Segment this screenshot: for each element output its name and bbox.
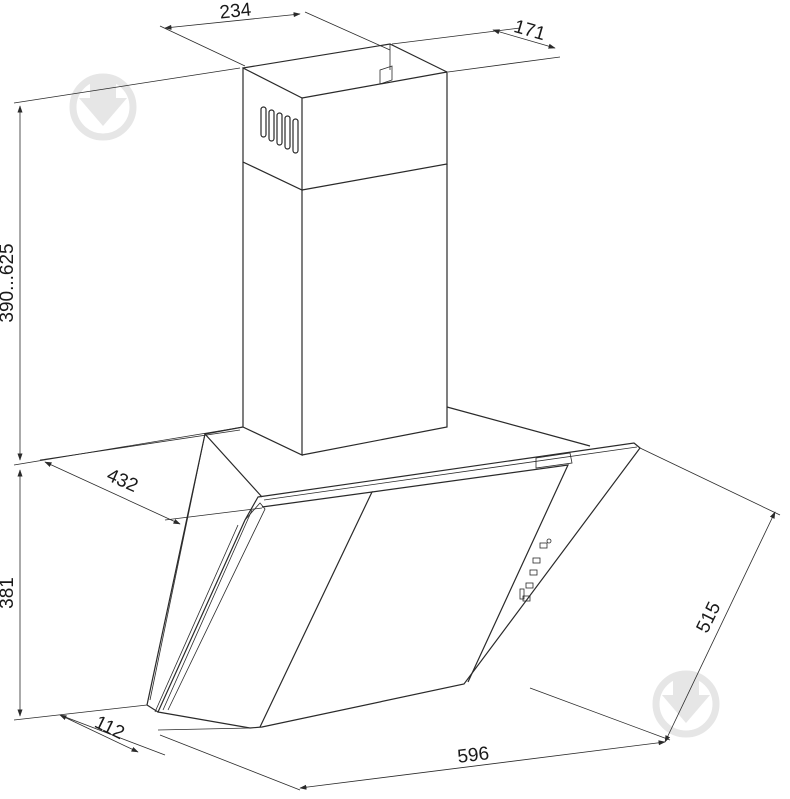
dim-body-depth: 432 <box>103 465 141 497</box>
watermark-icon-bottom <box>652 670 720 738</box>
dim-chimney-width: 234 <box>219 0 253 24</box>
extension-lines <box>13 11 781 791</box>
dim-bottom-depth: 112 <box>91 712 127 744</box>
glass-panel <box>154 442 641 729</box>
dim-width: 596 <box>456 743 490 768</box>
dim-panel-length: 515 <box>693 599 726 637</box>
control-panel <box>519 538 552 602</box>
watermark-icon-top <box>69 73 137 141</box>
dimension-lines <box>17 12 776 790</box>
vent-slots <box>260 106 299 154</box>
hood-body <box>146 406 591 713</box>
dim-body-height: 381 <box>0 577 18 609</box>
dim-chimney-depth: 171 <box>511 16 547 45</box>
chimney-lower <box>242 162 448 456</box>
dim-chimney-height: 390...625 <box>0 243 18 322</box>
